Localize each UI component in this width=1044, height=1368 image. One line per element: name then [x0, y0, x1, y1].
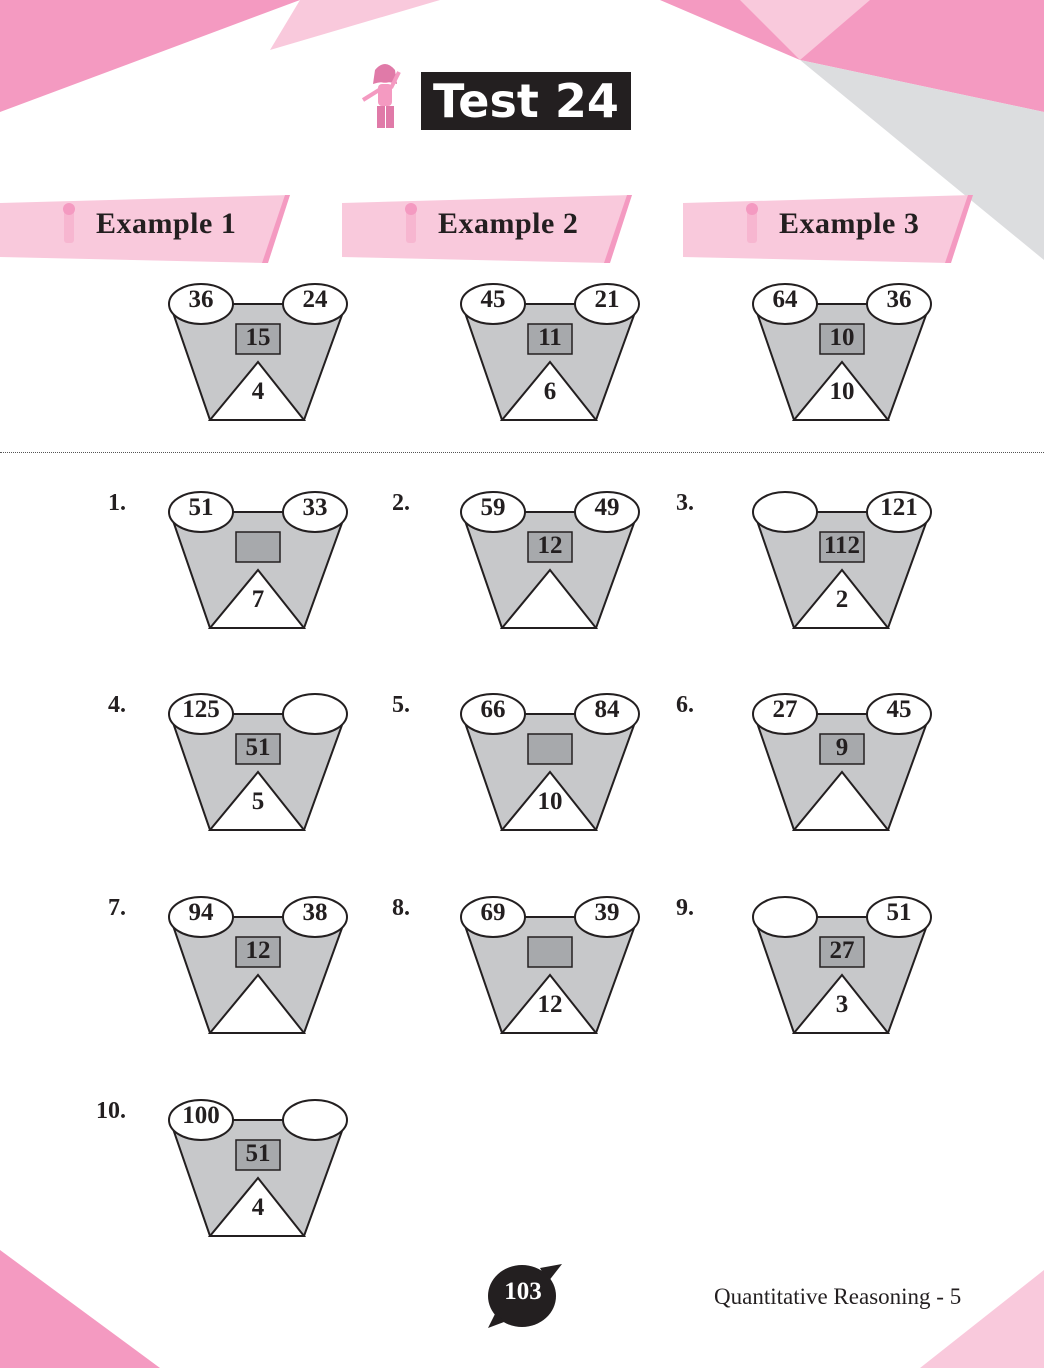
triangle-value: 10 [829, 378, 855, 405]
example-label: Example 1 [96, 207, 237, 240]
right-oval-value: 39 [594, 899, 620, 926]
triangle-value: 2 [835, 586, 849, 613]
right-oval-value: 21 [594, 286, 620, 313]
question-number: 9. [676, 895, 694, 921]
left-oval-value: 45 [480, 286, 506, 313]
example-banner-1: Example 1 [0, 195, 290, 263]
question-number: 10. [96, 1098, 126, 1124]
left-oval-value: 94 [188, 899, 214, 926]
right-oval-value: 121 [880, 494, 918, 521]
question-figure-7: 94 38 12 [168, 895, 358, 1035]
left-oval-value: 59 [480, 494, 506, 521]
question-number: 5. [392, 692, 410, 718]
left-oval-value: 64 [772, 286, 798, 313]
left-oval-value: 27 [772, 696, 798, 723]
example-label: Example 2 [438, 207, 579, 240]
square-value: 51 [245, 1140, 271, 1167]
right-oval-value: 45 [886, 696, 912, 723]
page-title: Test 24 [421, 72, 631, 130]
left-oval-value: 36 [188, 286, 214, 313]
example-figure-1: 36 24 15 4 [168, 282, 358, 422]
book-title: Quantitative Reasoning - 5 [714, 1284, 962, 1309]
question-number: 7. [108, 895, 126, 921]
pencil-girl-icon [746, 203, 758, 243]
left-oval-value: 100 [182, 1102, 220, 1129]
triangle-value: 10 [537, 788, 563, 815]
girl-mascot-icon [361, 64, 401, 128]
left-oval-value: 69 [480, 899, 506, 926]
question-number: 8. [392, 895, 410, 921]
triangle-value: 5 [251, 788, 265, 815]
question-figure-3: 121 112 2 [752, 490, 942, 630]
example-banner-3: Example 3 [683, 195, 973, 263]
question-figure-6: 27 45 9 [752, 692, 942, 832]
triangle-value: 7 [251, 586, 265, 613]
square-value: 51 [245, 734, 271, 761]
question-figure-9: 51 27 3 [752, 895, 942, 1035]
page-number: 103 [504, 1278, 542, 1305]
example-figure-2: 45 21 11 6 [460, 282, 650, 422]
triangle-value: 4 [251, 378, 265, 405]
question-figure-2: 59 49 12 [460, 490, 650, 630]
question-number: 6. [676, 692, 694, 718]
question-figure-4: 125 51 5 [168, 692, 358, 832]
question-figure-10: 100 51 4 [168, 1098, 358, 1238]
triangle-value: 6 [543, 378, 557, 405]
question-number: 3. [676, 490, 694, 516]
square-value: 27 [829, 937, 855, 964]
right-oval-value: 84 [594, 696, 620, 723]
left-oval-value: 51 [188, 494, 214, 521]
example-figure-3: 64 36 10 10 [752, 282, 942, 422]
right-oval-value: 33 [302, 494, 328, 521]
square-value: 9 [835, 734, 849, 761]
square-value: 11 [538, 324, 562, 351]
page-number-badge: 103 [484, 1262, 564, 1328]
square-value: 112 [823, 532, 861, 559]
pencil-girl-icon [63, 203, 75, 243]
triangle-value: 12 [537, 991, 563, 1018]
triangle-value: 3 [835, 991, 849, 1018]
left-oval-value: 125 [182, 696, 220, 723]
square-value: 10 [829, 324, 855, 351]
square-value: 12 [537, 532, 563, 559]
question-number: 4. [108, 692, 126, 718]
left-oval-value: 66 [480, 696, 506, 723]
right-oval-value: 49 [594, 494, 620, 521]
square-value: 15 [245, 324, 271, 351]
section-divider [0, 452, 1044, 453]
question-figure-8: 69 39 12 [460, 895, 650, 1035]
question-number: 2. [392, 490, 410, 516]
right-oval-value: 51 [886, 899, 912, 926]
right-oval-value: 38 [302, 899, 328, 926]
question-figure-5: 66 84 10 [460, 692, 650, 832]
example-banner-2: Example 2 [342, 195, 632, 263]
square-value: 12 [245, 937, 271, 964]
example-label: Example 3 [779, 207, 920, 240]
right-oval-value: 36 [886, 286, 912, 313]
right-oval-value: 24 [302, 286, 328, 313]
triangle-value: 4 [251, 1194, 265, 1221]
question-number: 1. [108, 490, 126, 516]
pencil-girl-icon [405, 203, 417, 243]
question-figure-1: 51 33 7 [168, 490, 358, 630]
